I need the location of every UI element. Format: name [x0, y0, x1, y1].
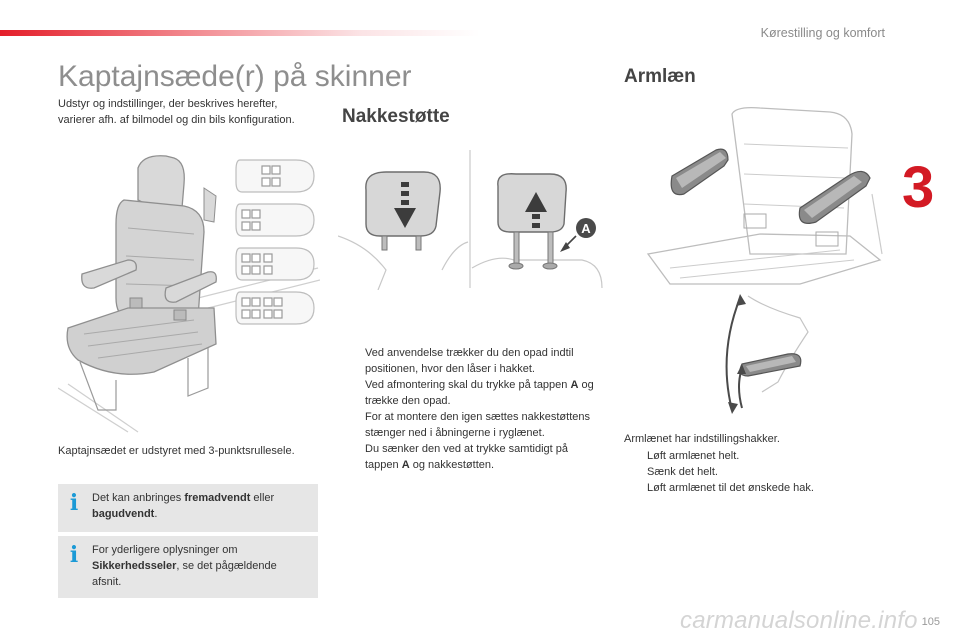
list-item: Ved anvendelse trækker du den opad indti… — [365, 347, 574, 375]
tab-a-marker: A — [581, 221, 591, 236]
list-item: Løft armlænet helt. — [647, 450, 740, 462]
armrest-seat-illustration — [646, 106, 883, 285]
section-header: Kørestilling og komfort — [760, 26, 885, 40]
info-box-orientation: i Det kan anbringes fremadvendt eller ba… — [58, 484, 318, 532]
list-item: For at montere den igen sættes nakkestøt… — [365, 411, 591, 439]
info-text: eller — [250, 492, 275, 504]
watermark: carmanualsonline.info — [680, 607, 918, 634]
info-bold-text: Sikkerhedsseler — [92, 560, 177, 572]
intro-text: Udstyr og indstillinger, der beskrives h… — [58, 98, 295, 126]
info-text: , se det pågældende afsnit. — [92, 560, 277, 588]
list-item: Ved afmontering skal du trykke på tappen… — [365, 379, 594, 407]
page-number: 105 — [921, 616, 940, 628]
armrest-section-title: Armlæn — [624, 66, 696, 87]
info-text: For yderligere oplysninger om — [92, 544, 238, 556]
page-title: Kaptajnsæde(r) på skinner — [58, 60, 412, 93]
armrest-caption: Armlænet har indstillingshakker. — [624, 433, 780, 445]
info-icon: i — [69, 490, 79, 516]
list-item: Du sænker den ved at trykke samtidigt på… — [365, 443, 568, 471]
info-text: . — [154, 508, 158, 520]
info-box-seatbelts: i For yderligere oplysninger om Sikkerhe… — [58, 536, 318, 598]
headrest-illustration: A — [338, 150, 603, 290]
captain-seat-illustration — [58, 155, 320, 433]
info-text: Det kan anbringes — [92, 492, 185, 504]
top-accent-bar — [0, 30, 480, 36]
info-icon: i — [69, 542, 79, 568]
headrest-instructions: Ved anvendelse trækker du den opad indti… — [342, 345, 604, 473]
info-bold-text: fremadvendt — [184, 492, 251, 504]
info-bold-text: bagudvendt — [92, 508, 155, 520]
seat-caption: Kaptajnsædet er udstyret med 3-punktsrul… — [58, 445, 295, 457]
headrest-section-title: Nakkestøtte — [342, 106, 450, 127]
armrest-instructions: Løft armlænet helt. Sænk det helt. Løft … — [624, 448, 884, 496]
armrest-adjust-illustration — [725, 294, 809, 414]
list-item: Sænk det helt. — [647, 466, 718, 478]
list-item: Løft armlænet til det ønskede hak. — [647, 482, 814, 494]
chapter-number: 3 — [902, 155, 935, 220]
